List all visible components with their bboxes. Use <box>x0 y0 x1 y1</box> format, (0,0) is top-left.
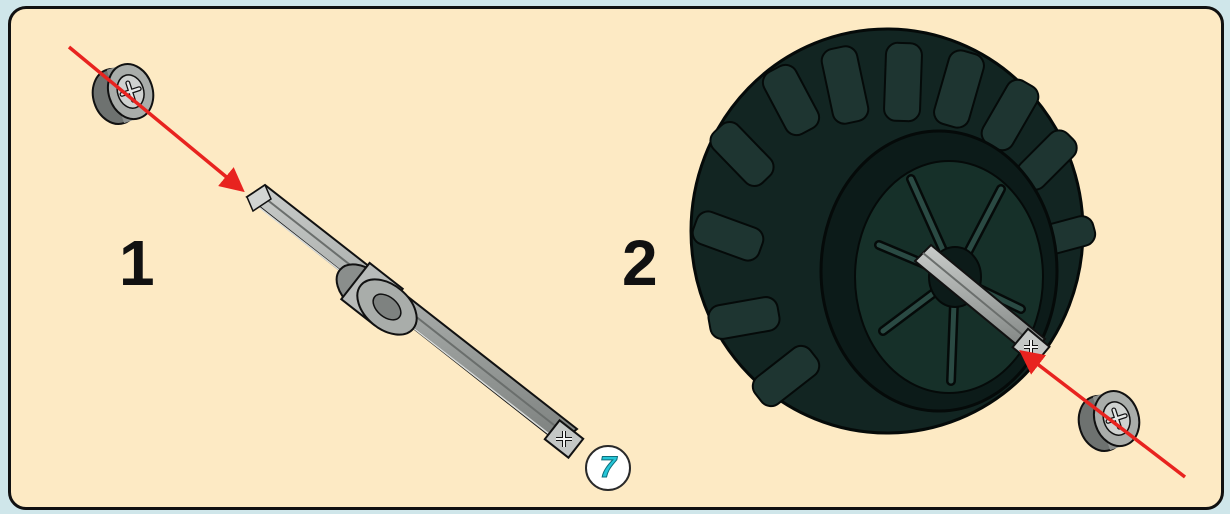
step-number-2: 2 <box>622 231 658 295</box>
axle-icon <box>247 185 583 458</box>
wheel-icon <box>689 29 1098 433</box>
arrow-icon <box>69 47 241 189</box>
instruction-illustration <box>11 9 1221 507</box>
arrow-icon <box>1023 353 1185 477</box>
axle-length-badge: 7 <box>585 445 631 491</box>
instruction-panel: 1 2 7 <box>8 6 1224 510</box>
step-number-1: 1 <box>119 231 155 295</box>
